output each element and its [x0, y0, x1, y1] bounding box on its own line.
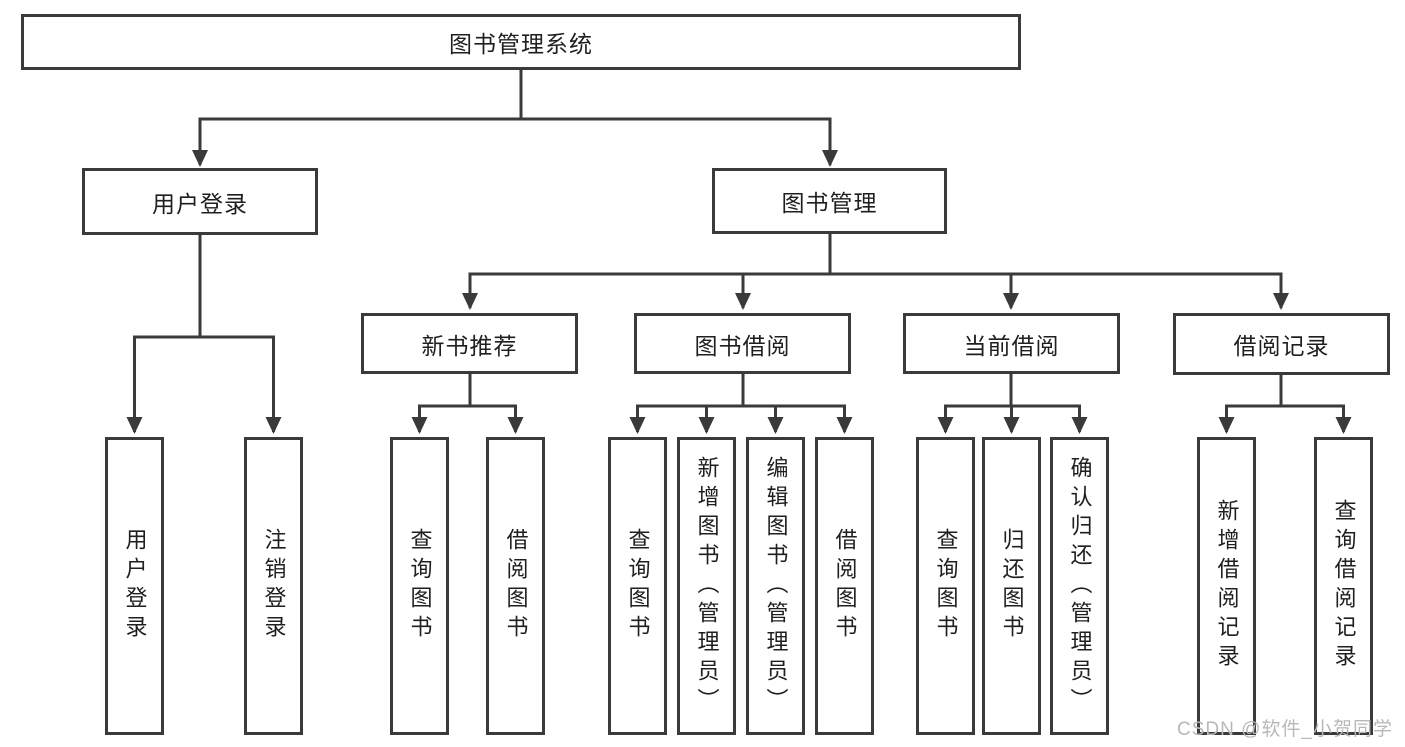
node-leaf-add-borrow-record: 新增借阅记录: [1197, 437, 1256, 735]
node-label: 图书管理: [781, 190, 878, 216]
node-leaf-logout: 注销登录: [244, 437, 303, 735]
node-leaf-edit-books-admin: 编辑图书（管理员）: [746, 437, 805, 735]
node-label: 借阅记录: [1233, 333, 1330, 359]
node-new-book-recommend: 新书推荐: [361, 313, 578, 374]
node-leaf-user-login: 用户登录: [105, 437, 164, 735]
node-label: 编辑图书（管理员）: [763, 455, 789, 717]
node-label: 归还图书: [999, 528, 1025, 644]
node-current-borrowing: 当前借阅: [903, 313, 1120, 374]
connector-borrowing-records-children: [1218, 373, 1352, 434]
node-label: 新增图书（管理员）: [694, 455, 720, 717]
node-leaf-return-books: 归还图书: [982, 437, 1041, 735]
connector-user-login-children: [126, 233, 282, 434]
node-leaf-query-books: 查询图书: [608, 437, 667, 735]
node-label: 新书推荐: [421, 332, 518, 359]
node-borrowing-records: 借阅记录: [1173, 313, 1390, 375]
node-label: 用户登录: [122, 528, 148, 644]
node-leaf-borrow-books: 借阅图书: [815, 437, 874, 735]
node-label: 借阅图书: [503, 528, 529, 644]
node-label: 查询图书: [625, 528, 651, 644]
node-root-system: 图书管理系统: [21, 14, 1021, 70]
node-label: 当前借阅: [963, 332, 1060, 359]
node-leaf-query-books: 查询图书: [916, 437, 975, 735]
node-label: 注销登录: [261, 528, 287, 644]
csdn-watermark: CSDN @软件_小贺同学: [1177, 719, 1393, 740]
node-label: 查询图书: [933, 528, 959, 644]
node-leaf-borrow-books: 借阅图书: [486, 437, 545, 735]
connector-book-borrowing-children: [629, 372, 853, 434]
node-label: 查询借阅记录: [1331, 499, 1357, 673]
node-leaf-query-books: 查询图书: [390, 437, 449, 735]
node-book-borrowing: 图书借阅: [634, 313, 851, 374]
node-book-management: 图书管理: [712, 168, 947, 234]
connector-current-borrowing-children: [937, 372, 1088, 434]
node-label: 新增借阅记录: [1214, 499, 1240, 673]
connector-root-to-level1: [192, 68, 838, 167]
node-label: 查询图书: [407, 528, 433, 644]
node-label: 确认归还（管理员）: [1067, 455, 1093, 717]
connector-book-management-children: [462, 232, 1289, 310]
node-leaf-query-borrow-record: 查询借阅记录: [1314, 437, 1373, 735]
node-label: 图书管理系统: [449, 31, 593, 57]
node-leaf-add-books-admin: 新增图书（管理员）: [677, 437, 736, 735]
connector-new-book-recommend-children: [411, 372, 524, 434]
node-label: 借阅图书: [832, 528, 858, 644]
node-label: 用户登录: [152, 190, 248, 217]
node-leaf-confirm-return-admin: 确认归还（管理员）: [1050, 437, 1109, 735]
node-user-login: 用户登录: [82, 168, 318, 235]
node-label: 图书借阅: [694, 332, 791, 359]
